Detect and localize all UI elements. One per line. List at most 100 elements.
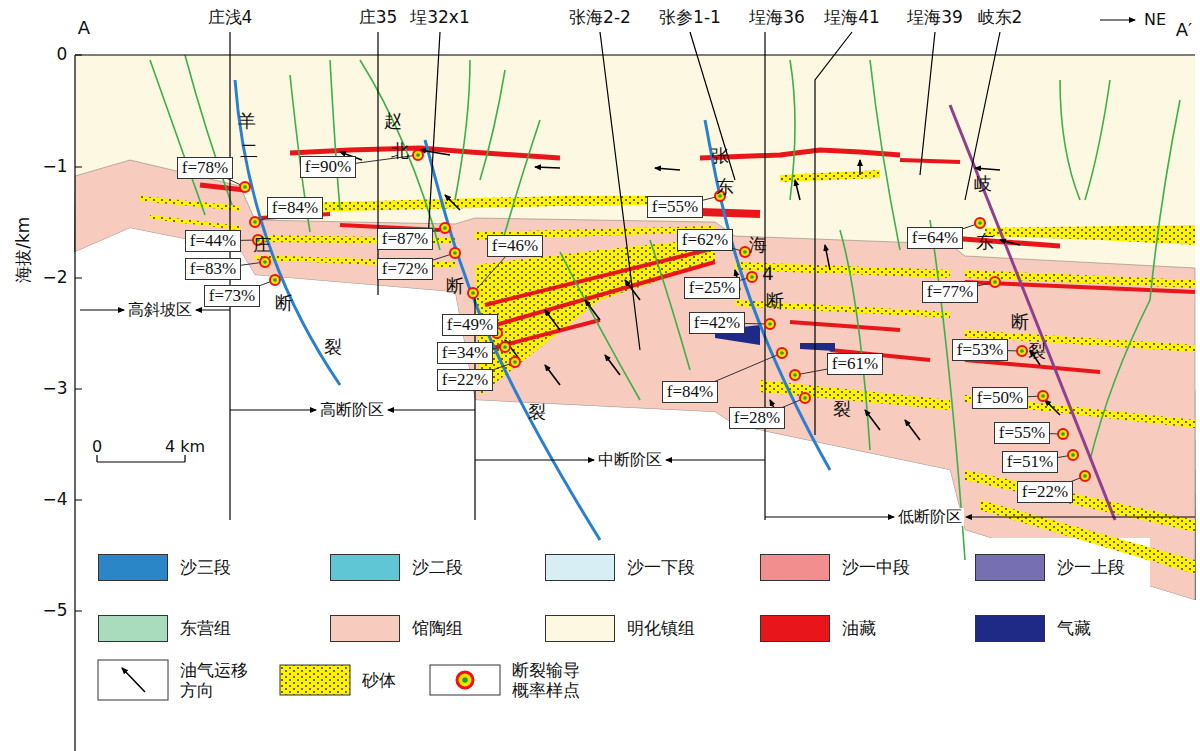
minor-faults [150, 55, 1180, 560]
fault-name-character: 裂 [528, 402, 546, 422]
sample-point [250, 217, 260, 227]
axis-title: 海拔/km [14, 217, 34, 283]
region-arrows [80, 310, 1195, 517]
probability-value: f=83% [190, 259, 236, 278]
sample-point-core [1020, 349, 1024, 353]
fault-name-character: 断 [275, 293, 293, 313]
legend-text: 沙二段 [412, 557, 463, 577]
sample-point-core [780, 351, 784, 355]
minor-faults-part [560, 252, 640, 400]
sample-point-core [743, 250, 747, 254]
fault-name-character: 裂 [833, 399, 851, 419]
sample-point [468, 288, 478, 298]
sand-bodies-part [475, 238, 715, 395]
probability-box: f=87% [377, 228, 433, 250]
legend-samples-part [457, 672, 473, 688]
probability-value: f=46% [492, 236, 538, 255]
probability-box: f=22% [1017, 481, 1073, 503]
probability-box: f=55% [647, 196, 703, 218]
legend-text: 油气运移方向 [180, 660, 251, 701]
sample-point [270, 275, 280, 285]
well-name: 张海2-2 [569, 8, 631, 28]
sample-point [413, 150, 423, 160]
probability-box: f=44% [185, 230, 241, 252]
sample-point [790, 370, 800, 380]
sample-point [800, 393, 810, 403]
probability-box: f=83% [185, 258, 241, 280]
zone-name: 中断阶区 [596, 451, 664, 469]
probability-value: f=50% [977, 388, 1023, 407]
legend-text: 沙一上段 [1057, 557, 1125, 577]
minor-faults-part [480, 70, 505, 180]
migration-arrow [865, 410, 880, 430]
sample-point-core [443, 226, 447, 230]
migration-arrow [825, 245, 830, 270]
fault-name-character: 4 [759, 264, 777, 284]
section-end: A [78, 18, 90, 39]
well-name: 埕海41 [824, 8, 880, 28]
migration-arrow [859, 160, 861, 175]
well-name: 岐东2 [978, 8, 1023, 28]
region-arrows-part [666, 459, 765, 460]
sample-point [1068, 450, 1078, 460]
probability-value: f=44% [190, 231, 236, 250]
probability-box: f=51% [1002, 451, 1058, 473]
migration-arrow [625, 280, 640, 300]
sample-point [765, 319, 775, 329]
sample-point-core [768, 322, 772, 326]
sample-point [450, 248, 460, 258]
migration-arrows [290, 150, 1060, 440]
probability-box: f=46% [487, 235, 543, 257]
sample-point-core [513, 360, 517, 364]
minor-faults-part [1090, 300, 1150, 460]
axis-part [97, 455, 185, 462]
migration-arrow [1045, 400, 1060, 415]
legend-swatch [330, 615, 400, 642]
legend-text: 沙一中段 [842, 557, 910, 577]
sand-bodies-part [300, 196, 700, 212]
sample-point-core [993, 280, 997, 284]
probability-value: f=25% [689, 278, 735, 297]
section-end: A′ [1176, 20, 1192, 41]
probability-box: f=50% [972, 387, 1028, 409]
sample-point-core [243, 185, 247, 189]
fault-name-character: 二 [240, 141, 258, 161]
fault-name-character: 赵 [384, 111, 402, 131]
well-lines-part [965, 32, 1000, 200]
well-lines-part [428, 32, 440, 240]
region-arrows-part [966, 516, 1195, 517]
sample-point-core [1041, 394, 1045, 398]
legend-samples-part [280, 665, 350, 695]
probability-value: f=77% [927, 282, 973, 301]
minor-faults-part [500, 120, 540, 250]
oil-reservoirs-part [965, 360, 1100, 372]
probability-value: f=49% [447, 315, 493, 334]
sample-point [260, 257, 270, 267]
sample-point [1038, 391, 1048, 401]
oil-reservoirs-part [700, 212, 760, 214]
region-arrows-part [475, 459, 594, 460]
sample-point-core [416, 153, 420, 157]
scale-label: 4 km [165, 438, 205, 456]
probability-box: f=61% [827, 353, 883, 375]
legend-text: 油藏 [842, 618, 876, 638]
oil-reservoirs-part [790, 322, 900, 330]
minor-faults-part [455, 60, 470, 200]
sand-bodies-part [140, 196, 240, 211]
legend-samples-part [462, 677, 468, 683]
major-faults-part [425, 140, 600, 540]
sand-bodies-part [760, 380, 950, 410]
fault-name-character: 断 [446, 276, 464, 296]
probability-value: f=90% [305, 157, 351, 176]
probability-value: f=55% [999, 423, 1045, 442]
fault-name-character: 断 [766, 291, 784, 311]
zone-name: 低断阶区 [896, 508, 964, 526]
fault-name-character: 断 [1011, 312, 1029, 332]
region-arrows-part [388, 409, 475, 410]
sample-point [777, 348, 787, 358]
probability-box: f=22% [437, 369, 493, 391]
legend-samples-part [430, 665, 500, 695]
sample-point [500, 342, 510, 352]
sample-point-core [263, 260, 267, 264]
